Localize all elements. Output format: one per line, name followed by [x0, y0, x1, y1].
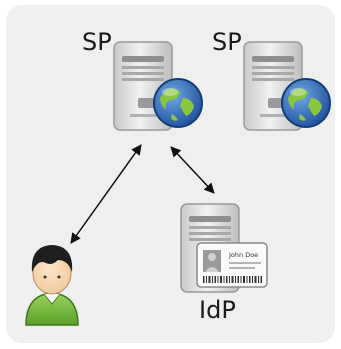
sp-server-1 [113, 41, 203, 131]
globe-icon [281, 78, 331, 128]
user-icon [25, 245, 79, 326]
id-card-name: John Doe [228, 251, 258, 259]
sp-idp-arrow [170, 146, 215, 194]
idp-server: John Doe [180, 203, 268, 293]
user-sp-arrow [70, 144, 142, 244]
sp-label-1: SP [82, 28, 112, 56]
globe-icon [153, 78, 203, 128]
id-card-icon: John Doe [196, 242, 268, 288]
sp-label-2: SP [212, 28, 242, 56]
sp-server-2 [243, 41, 331, 131]
idp-label: IdP [199, 296, 236, 324]
